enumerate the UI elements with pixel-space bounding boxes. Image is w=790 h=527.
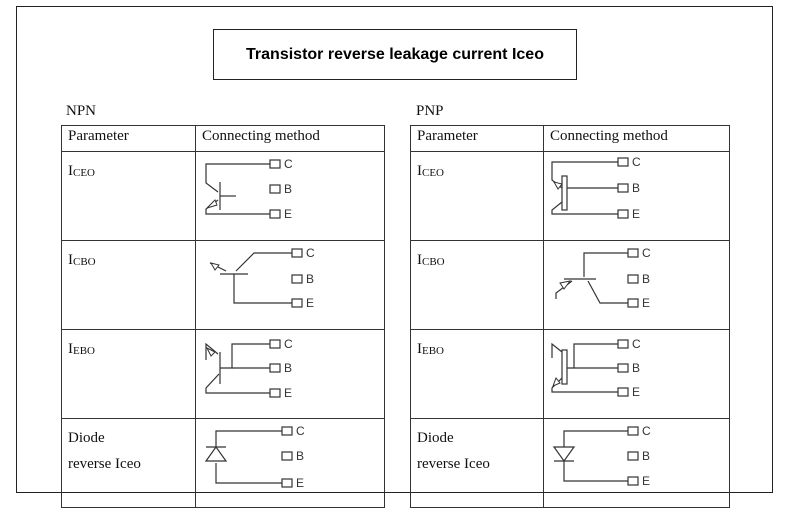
svg-text:C: C	[296, 424, 305, 438]
svg-text:E: E	[642, 474, 650, 488]
page-title: Transistor reverse leakage current Iceo	[213, 29, 577, 80]
svg-text:C: C	[284, 157, 293, 171]
pnp-param-iebo: IEBO	[410, 329, 544, 419]
pnp-header-connecting-method: Connecting method	[550, 128, 668, 144]
npn-param-iebo: IEBO	[61, 329, 196, 419]
npn-label: NPN	[66, 103, 97, 119]
svg-text:B: B	[642, 449, 650, 463]
pnp-param-icbo: ICBO	[410, 240, 544, 330]
pnp-header-parameter: Parameter	[417, 128, 478, 144]
npn-iebo-circuit-diagram: CBE	[205, 337, 293, 400]
svg-text:B: B	[284, 182, 292, 196]
svg-text:B: B	[632, 181, 640, 195]
npn-param-iceo: ICEO	[61, 151, 196, 241]
npn-diode-circuit-diagram: CBE	[204, 424, 305, 490]
pnp-label: PNP	[416, 103, 444, 119]
outer-frame	[16, 6, 773, 493]
svg-text:C: C	[642, 246, 651, 260]
svg-text:C: C	[642, 424, 651, 438]
svg-text:E: E	[284, 207, 292, 221]
page-title-text: Transistor reverse leakage current Iceo	[246, 45, 544, 63]
svg-text:B: B	[284, 361, 292, 375]
npn-iceo-circuit-diagram: CBE	[205, 157, 293, 221]
svg-text:E: E	[284, 386, 292, 400]
pnp-param-iceo: ICEO	[410, 151, 544, 241]
svg-text:E: E	[296, 476, 304, 490]
svg-text:E: E	[632, 207, 640, 221]
npn-param-icbo: ICBO	[61, 240, 196, 330]
npn-header-parameter: Parameter	[68, 128, 129, 144]
svg-text:C: C	[632, 337, 641, 351]
svg-text:B: B	[306, 272, 314, 286]
npn-icbo-circuit-diagram: CBE	[209, 246, 315, 310]
svg-text:B: B	[296, 449, 304, 463]
svg-text:C: C	[306, 246, 315, 260]
svg-text:B: B	[642, 272, 650, 286]
svg-text:E: E	[642, 296, 650, 310]
pnp-diode-circuit-diagram: CBE	[552, 424, 651, 488]
svg-text:B: B	[632, 361, 640, 375]
svg-text:E: E	[632, 385, 640, 399]
svg-text:C: C	[632, 155, 641, 169]
svg-text:E: E	[306, 296, 314, 310]
pnp-icbo-circuit-diagram: CBE	[555, 246, 651, 310]
pnp-iceo-circuit-diagram: CBE	[551, 155, 641, 221]
pnp-iebo-circuit-diagram: CBE	[551, 337, 641, 399]
svg-text:C: C	[284, 337, 293, 351]
npn-header-connecting-method: Connecting method	[202, 128, 320, 144]
